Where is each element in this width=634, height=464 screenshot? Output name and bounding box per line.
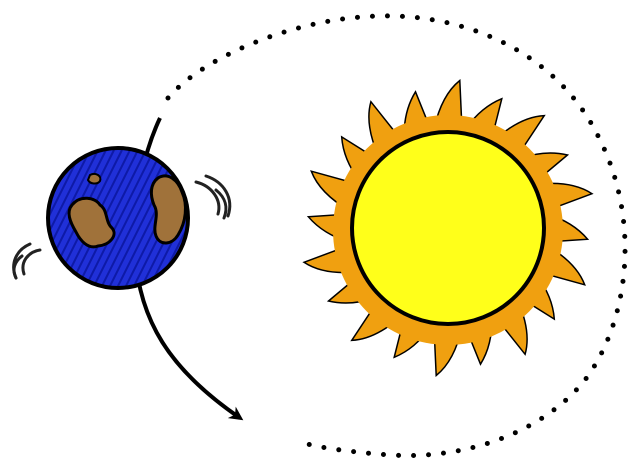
sun-core	[352, 132, 544, 324]
earth-hatch-line	[180, 150, 250, 290]
earth-hatch-line	[0, 150, 2, 290]
earth-hatch-line	[0, 150, 42, 290]
earth-hatch-line	[188, 150, 258, 290]
sun-icon	[304, 81, 592, 376]
island	[88, 174, 100, 184]
earth-hatch-line	[0, 150, 34, 290]
earth-hatch-line	[204, 150, 274, 290]
earth-icon	[0, 148, 274, 290]
earth-hatch-line	[196, 150, 266, 290]
earth-hatch-line	[0, 150, 50, 290]
earth-hatch-line	[0, 150, 10, 290]
